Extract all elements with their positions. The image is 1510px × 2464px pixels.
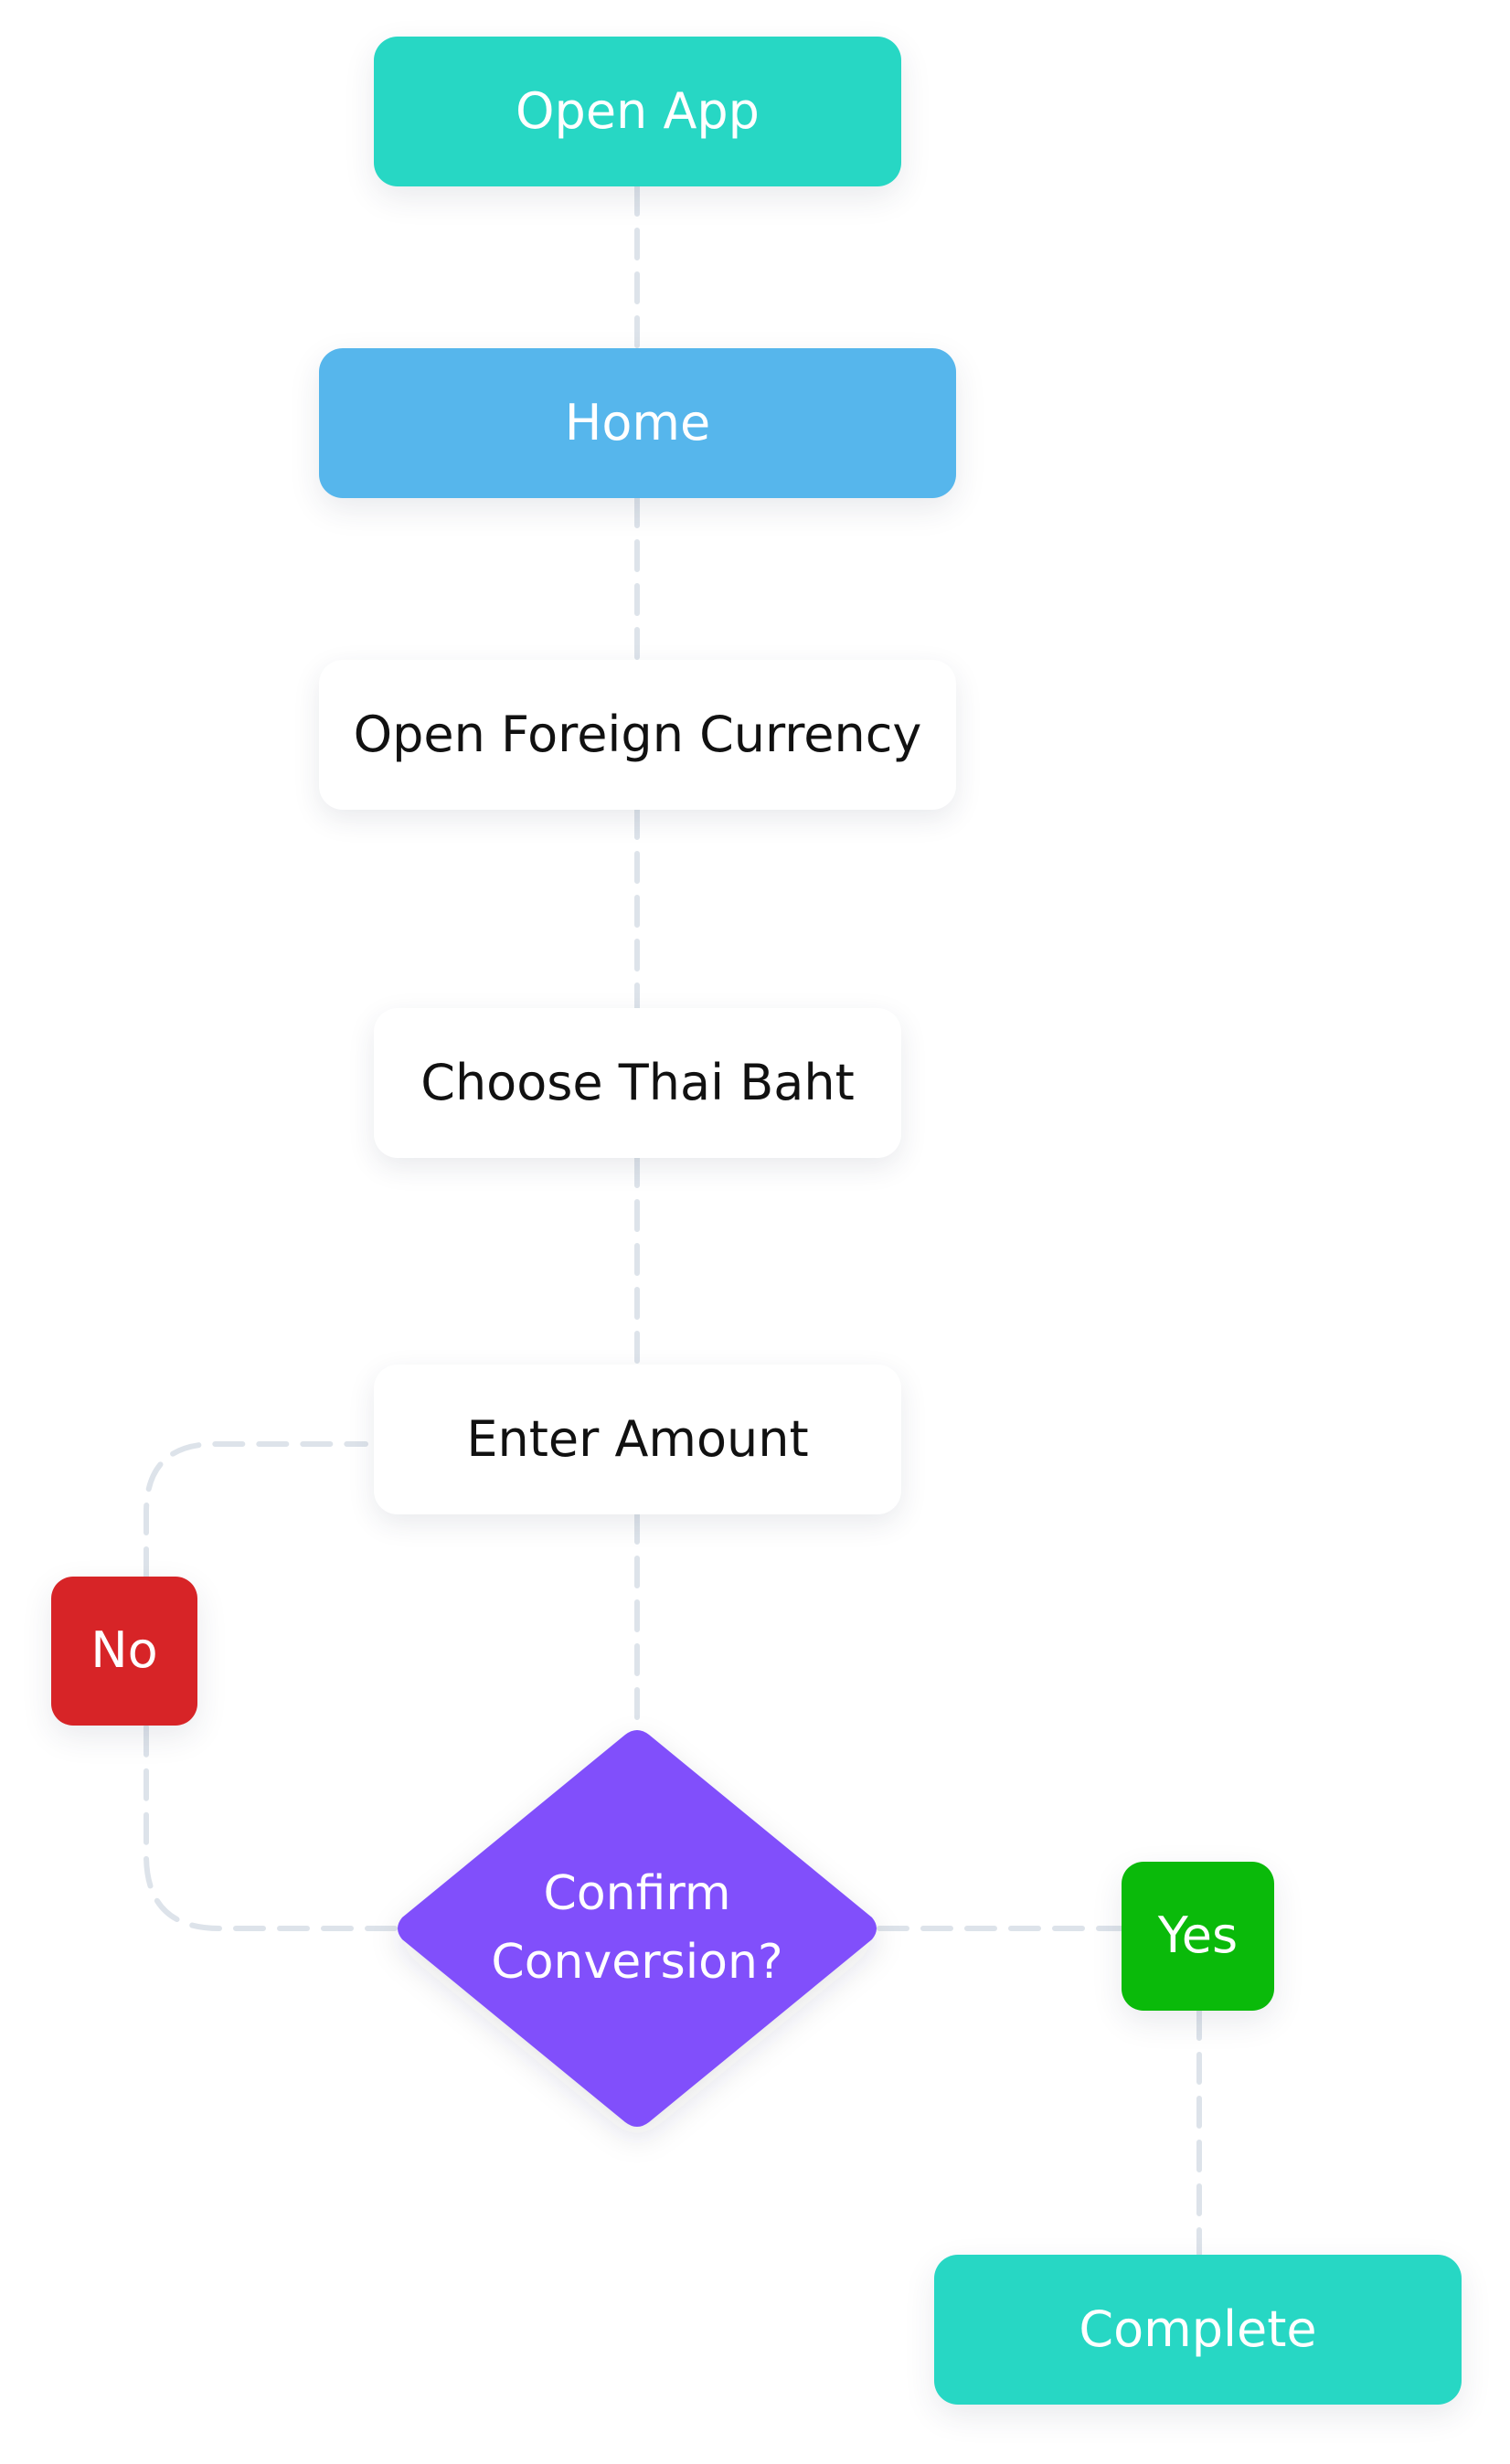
node-home-label: Home <box>564 393 711 451</box>
node-open-app: Open App <box>374 37 901 186</box>
edge-no-to-enter-amount <box>144 1441 368 1579</box>
decision-label: Confirm Conversion? <box>491 1865 783 1990</box>
node-yes-label: Yes <box>1157 1906 1239 1965</box>
decision-confirm-conversion: Confirm Conversion? <box>393 1727 881 2129</box>
node-open-foreign-currency-label: Open Foreign Currency <box>353 705 922 763</box>
edge-decision-to-no <box>144 1723 398 1931</box>
node-yes: Yes <box>1122 1862 1274 2011</box>
node-open-foreign-currency: Open Foreign Currency <box>319 660 956 810</box>
node-enter-amount-label: Enter Amount <box>466 1409 809 1468</box>
node-choose-thai-baht: Choose Thai Baht <box>374 1008 901 1158</box>
node-open-app-label: Open App <box>516 81 760 140</box>
node-no-label: No <box>90 1621 158 1680</box>
node-complete-label: Complete <box>1079 2299 1317 2358</box>
node-enter-amount: Enter Amount <box>374 1365 901 1514</box>
node-no: No <box>51 1577 197 1726</box>
decision-diamond-shape <box>398 1730 877 2127</box>
node-choose-thai-baht-label: Choose Thai Baht <box>420 1053 855 1111</box>
node-complete: Complete <box>934 2255 1462 2405</box>
node-home: Home <box>319 348 956 498</box>
